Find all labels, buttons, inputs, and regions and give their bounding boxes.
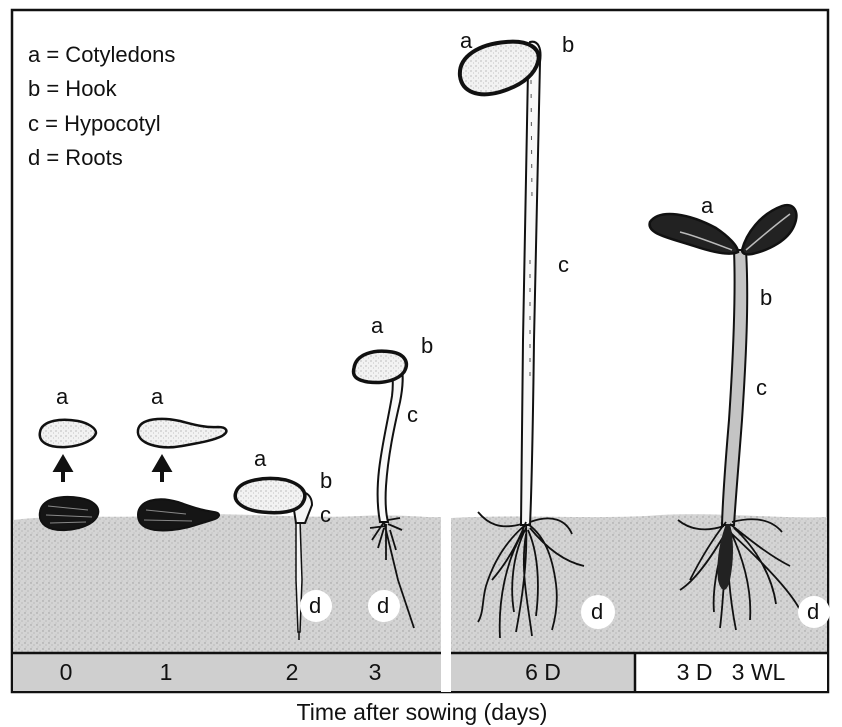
soil-left [13,514,441,653]
legend-item-roots: d = Roots [28,145,123,170]
stage-label-3: 3 [369,659,382,685]
label-b: b [562,32,574,57]
label-d: d [591,599,603,624]
label-a: a [151,384,164,409]
root-stage-2 [296,520,302,632]
label-b: b [760,285,772,310]
label-d: d [807,599,819,624]
label-b: b [320,468,332,493]
label-d: d [377,593,389,618]
label-a: a [254,446,267,471]
label-d: d [309,593,321,618]
label-c: c [558,252,569,277]
label-c: c [320,502,331,527]
stage-label-light: 3 D 3 WL [677,659,786,685]
stage-label-6d: 6 D [525,659,561,685]
label-c: c [407,402,418,427]
label-b: b [421,333,433,358]
legend-item-cotyledons: a = Cotyledons [28,42,175,67]
label-a: a [460,28,473,53]
legend-item-hypocotyl: c = Hypocotyl [28,111,161,136]
legend-item-hook: b = Hook [28,76,118,101]
stage-bar: 0 1 2 3 6 D 3 D 3 WL [13,653,827,691]
figure-caption: Time after sowing (days) [297,699,548,725]
label-a: a [56,384,69,409]
stage-label-2: 2 [286,659,299,685]
label-c: c [756,375,767,400]
cotyledons-stage-3 [354,351,407,382]
label-a: a [701,193,714,218]
label-a: a [371,313,384,338]
stage-label-0: 0 [60,659,73,685]
section-divider [441,518,451,692]
cotyledons-stage-2 [235,479,305,513]
stage-label-1: 1 [160,659,173,685]
